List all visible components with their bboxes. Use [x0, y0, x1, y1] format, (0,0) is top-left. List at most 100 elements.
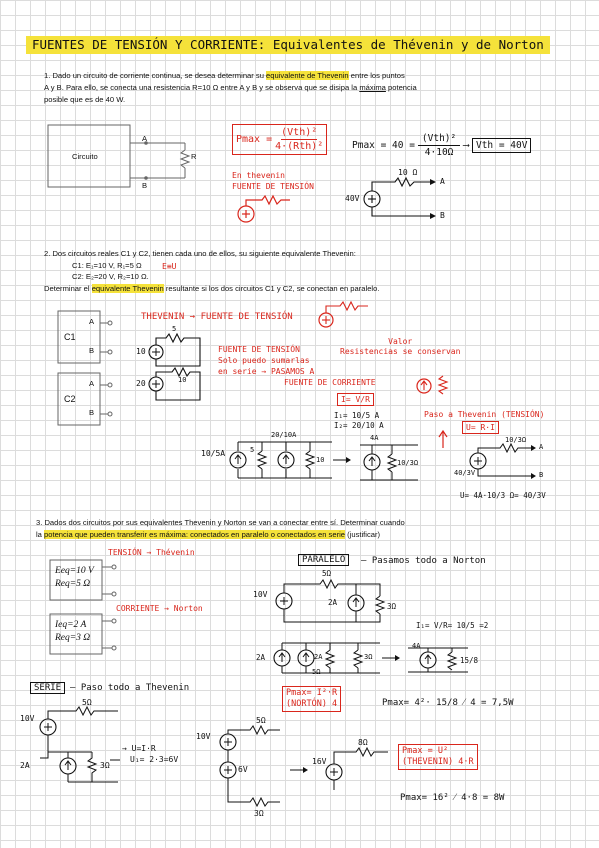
q3-p-v10: 10V [253, 590, 268, 599]
q2-c2-node-a: A [89, 379, 95, 388]
q3-text-line1: 3. Dados dos circuitos por sus equivalen… [36, 518, 405, 527]
q3-serie-box: SERIE [30, 682, 66, 694]
q3-l2-pre: la [36, 530, 45, 539]
q2-norton-r2: 10 [316, 456, 325, 464]
q3-tension-note: TENSIÓN → Thévenin [108, 548, 195, 557]
q1-eq-node-a: A [440, 177, 445, 186]
q1-eq-resistor: 10 Ω [398, 168, 418, 177]
q1-node-b: B [142, 181, 148, 190]
q2-c1-label: C1 [64, 332, 76, 342]
q3-uir: → U=I·R [122, 744, 156, 753]
q2-valor-line2: Resistencias se conservan [340, 347, 461, 356]
q3-norton-given: Ieq=2 A Req=3 Ω [55, 619, 90, 645]
q2-c1-node-a: A [89, 317, 95, 326]
q2-r10: 10 [178, 376, 187, 384]
q1-highlight: equivalente de Thevenin [266, 71, 349, 80]
q1-calculation: Pmax = 40 = (Vth)² 4·10Ω ⟶ Vth = 40V [352, 132, 532, 159]
q3-ieq: Ieq=2 A [55, 620, 87, 630]
q3-text-line2: la potencia que pueden transferir es máx… [36, 529, 380, 540]
q2-c2-values: C2: E₂=20 V, R₂=10 Ω. [72, 272, 149, 281]
q2-current-2: I₂= 20/10 A [334, 421, 384, 430]
q2-th-resistance: 10/3Ω [505, 436, 527, 444]
q2-thevenin-label: THEVENIN → FUENTE DE TENSIÓN [141, 312, 293, 322]
q2-total-resistance: 10/3Ω [397, 459, 419, 467]
q3-highlight: potencia que pueden transferir es máxima… [44, 530, 346, 539]
q2-text-line3: Determinar el equivalente Thevenin resul… [44, 283, 379, 294]
page-title: FUENTES DE TENSIÓN Y CORRIENTE: Equivale… [26, 36, 550, 54]
q2-ohm-law-box: I= V/R [337, 393, 374, 406]
q2-r5: 5 [172, 325, 177, 333]
q3-pmax-norton-l1: Pmax= I²·R [286, 688, 338, 698]
q1-formula-lhs: Pmax = [236, 134, 273, 145]
q1-text-line1: 1. Dado un circuito de corriente continu… [44, 70, 405, 81]
q3-pmax-thevenin-calc: Pmax= 16² ⁄ 4·8 = 8W [400, 793, 505, 803]
q3-n-2a2: 2A [314, 653, 323, 661]
q2-serie-note: FUENTE DE TENSIÓN Solo puedo sumarlas en… [218, 344, 376, 388]
q3-pmax-thevenin-l2: (THEVENIN) 4·R [402, 757, 474, 767]
q3-s-2a: 2A [20, 761, 30, 770]
q3-pmax-norton-l2: (NORTÓN) 4 [286, 699, 338, 709]
q3-serie-calc: → U=I·R U₁= 2·3=6V [122, 743, 178, 765]
q3-req1: Req=5 Ω [55, 579, 91, 589]
q2-serie-line2: Solo puedo sumarlas [218, 356, 310, 365]
q3-n-r3: 3Ω [364, 653, 373, 661]
q2-norton-i1: 10/5A [201, 449, 226, 458]
q1-node-a: A [142, 134, 148, 143]
q3-s2-3o: 3Ω [254, 809, 264, 818]
q1-l2-pre: A y B. Para ello, se conecta una resiste… [44, 83, 360, 92]
q2-serie-line4: FUENTE DE CORRIENTE [284, 378, 376, 387]
q1-eq-node-b: B [440, 211, 445, 220]
q2-valor-note: Valor Resistencias se conservan [340, 337, 460, 357]
q3-s-10v: 10V [20, 714, 35, 723]
q1-l1-post: entre los puntos [348, 71, 405, 80]
q3-pmax-thevenin-box: Pmax = U² (THEVENIN) 4·R [398, 744, 478, 770]
q3-s3-16v: 16V [312, 757, 327, 766]
q1-note-line2: FUENTE DE TENSIÓN [232, 182, 314, 191]
q2-th-node-a: A [539, 443, 544, 451]
q2-serie-line1: FUENTE DE TENSIÓN [218, 345, 300, 354]
q1-calc-lhs: Pmax = 40 = [352, 140, 415, 151]
q2-equivalence-note: E≡U [162, 262, 177, 271]
q2-total-current: 4A [370, 434, 379, 442]
q3-u1: U₁= 2·3=6V [130, 755, 179, 764]
q2-l3-pre: Determinar el [44, 284, 92, 293]
q3-s2-10v: 10V [196, 732, 211, 741]
q1-l1-pre: 1. Dado un circuito de corriente continu… [44, 71, 267, 80]
q3-s-3o: 3Ω [100, 761, 110, 770]
q2-src-20: 20 [136, 379, 146, 388]
q3-n-2a: 2A [256, 653, 266, 662]
q3-current-calc: I₁= V/R= 10/5 =2 [416, 621, 489, 630]
q2-norton-i2: 20/10A [271, 431, 297, 439]
q2-uri-box: U= R·I [462, 421, 499, 434]
q1-formula-box: Pmax = (Vth)² 4·(Rth)² [232, 124, 328, 155]
q3-thevenin-given: Eeq=10 V Req=5 Ω [55, 565, 94, 591]
q1-l2-post: potencia [385, 83, 417, 92]
q1-text-line2: A y B. Para ello, se conecta una resiste… [44, 82, 417, 93]
q3-s3-8o: 8Ω [358, 738, 368, 747]
q3-req2: Req=3 Ω [55, 633, 91, 643]
q3-n-r5: 5Ω [312, 668, 321, 676]
q3-s-5o: 5Ω [82, 698, 92, 707]
q1-l2-underline: máxima [359, 83, 386, 92]
q3-eeq: Eeq=10 V [55, 566, 94, 576]
q3-serie-text: – Paso todo a Thevenin [70, 683, 190, 693]
q1-circuit-label: Circuito [72, 152, 98, 161]
q1-formula-num: (Vth)² [281, 127, 318, 140]
q1-calc-result: Vth = 40V [471, 138, 532, 153]
q3-pmax-thevenin-l1: Pmax = U² [402, 746, 449, 756]
q3-s2-6v: 6V [238, 765, 248, 774]
q1-calc-den: 4·10Ω [424, 147, 454, 158]
q1-note: En thevenin FUENTE DE TENSIÓN [232, 170, 314, 192]
q3-paralelo-box: PARALELO [298, 554, 350, 566]
q3-p-r5: 5Ω [322, 569, 332, 578]
q2-result: U= 4A·10/3 Ω= 40/3V [460, 491, 546, 500]
q2-c1-values: C1: E₁=10 V, R₁=5 Ω [72, 261, 142, 270]
q2-src-10: 10 [136, 347, 146, 356]
q1-text-line3: posible que es de 40 W. [44, 95, 126, 104]
q3-n-4a: 4A [412, 642, 421, 650]
q2-norton-r1: 5 [250, 446, 255, 454]
q2-c2-node-b: B [89, 408, 95, 417]
q2-highlight: equivalente Thevenin [91, 284, 164, 293]
q3-corriente-note: CORRIENTE → Norton [116, 604, 203, 613]
q2-c1-node-b: B [89, 346, 95, 355]
